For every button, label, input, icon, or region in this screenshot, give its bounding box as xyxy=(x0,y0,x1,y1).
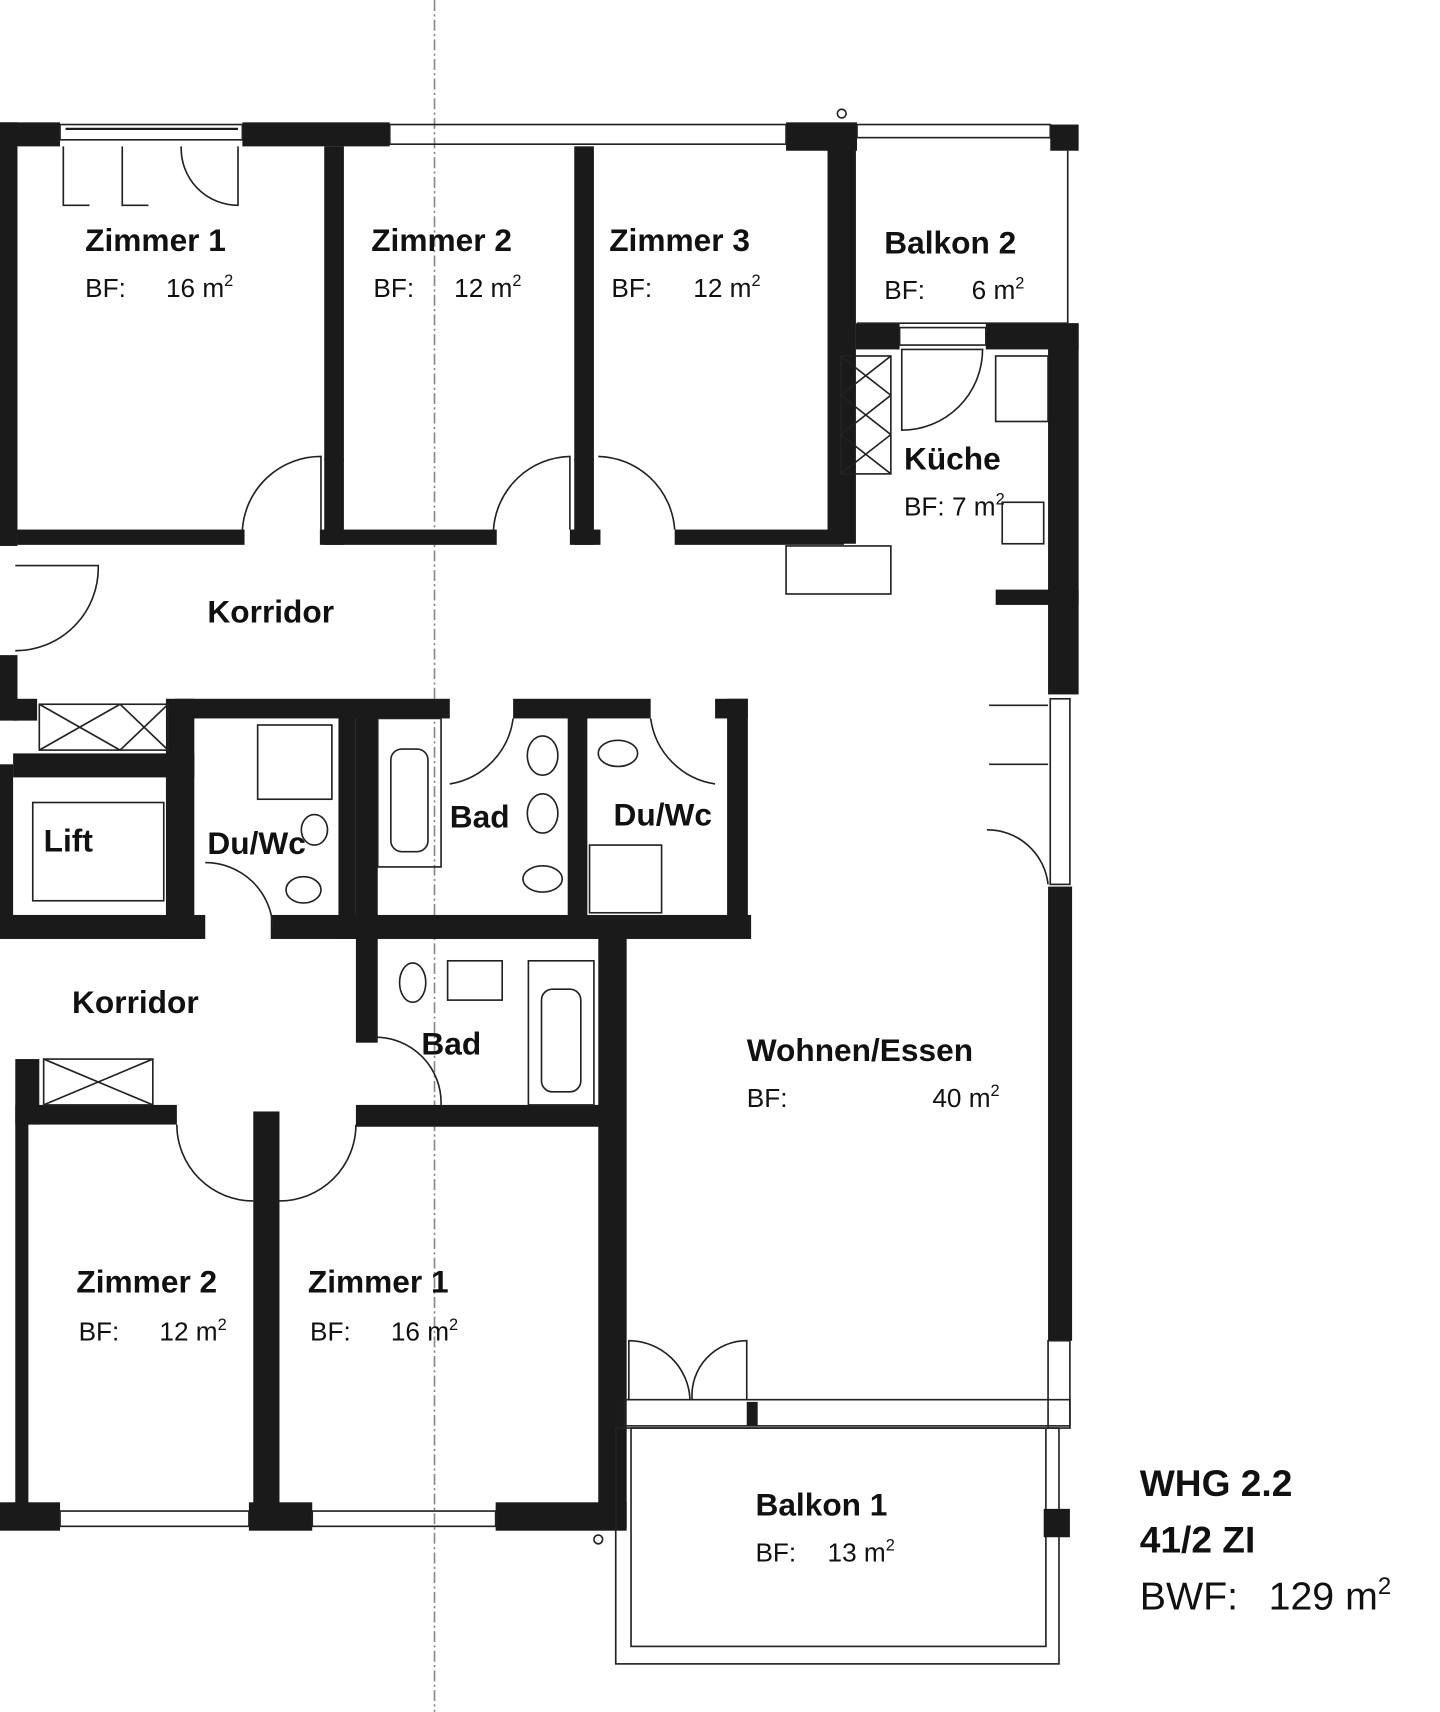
svg-text:12 m2: 12 m2 xyxy=(693,272,760,303)
walls xyxy=(0,108,1079,1665)
unit-legend: WHG 2.2 41/2 ZI BWF: 129 m2 xyxy=(1140,1462,1391,1619)
svg-text:BF:: BF: xyxy=(747,1083,788,1113)
svg-text:BF:: BF: xyxy=(373,273,414,303)
room-balkon1: Balkon 1 BF: 13 m2 xyxy=(755,1486,894,1567)
shaft-fixtures xyxy=(31,355,1049,1106)
room-zimmer2-bottom: Zimmer 2 BF: 12 m2 xyxy=(76,1264,226,1347)
room-korridor-top: Korridor xyxy=(207,593,334,629)
room-bad-top: Bad xyxy=(450,799,510,835)
svg-text:6 m2: 6 m2 xyxy=(972,274,1025,305)
svg-text:BF:: BF: xyxy=(884,275,925,305)
svg-text:Zimmer 2: Zimmer 2 xyxy=(76,1264,217,1300)
unit-id: WHG 2.2 xyxy=(1140,1462,1293,1504)
room-korridor-bottom: Korridor xyxy=(72,984,199,1020)
svg-text:Zimmer 1: Zimmer 1 xyxy=(308,1264,449,1300)
svg-text:16 m2: 16 m2 xyxy=(391,1316,458,1347)
svg-text:Balkon 1: Balkon 1 xyxy=(755,1486,887,1522)
svg-text:12 m2: 12 m2 xyxy=(159,1316,226,1347)
svg-text:BF:: BF: xyxy=(755,1537,796,1567)
room-zimmer3-top: Zimmer 3 BF: 12 m2 xyxy=(609,222,760,303)
room-duwc-left: Du/Wc xyxy=(207,825,305,861)
svg-text:Wohnen/Essen: Wohnen/Essen xyxy=(747,1032,973,1068)
room-count: 41/2 ZI xyxy=(1140,1519,1256,1561)
svg-text:BF:: BF: xyxy=(85,273,126,303)
svg-text:BF:: BF: xyxy=(611,273,652,303)
svg-text:Balkon 2: Balkon 2 xyxy=(884,224,1016,260)
svg-text:40 m2: 40 m2 xyxy=(932,1082,999,1113)
room-zimmer1-top: Zimmer 1 BF: 16 m2 xyxy=(85,222,233,303)
svg-text:13 m2: 13 m2 xyxy=(828,1536,895,1567)
room-kueche: Küche BF: 7 m2 xyxy=(904,441,1005,522)
svg-text:12 m2: 12 m2 xyxy=(454,272,521,303)
svg-text:BF: 7 m2: BF: 7 m2 xyxy=(904,490,1005,521)
room-balkon2: Balkon 2 BF: 6 m2 xyxy=(884,224,1024,305)
room-zimmer1-bottom: Zimmer 1 BF: 16 m2 xyxy=(308,1264,458,1347)
svg-text:Küche: Küche xyxy=(904,441,1001,477)
room-wohnen-essen: Wohnen/Essen BF: 40 m2 xyxy=(747,1032,1000,1113)
svg-text:Zimmer 2: Zimmer 2 xyxy=(371,222,512,258)
svg-text:16 m2: 16 m2 xyxy=(166,272,233,303)
svg-text:Zimmer 1: Zimmer 1 xyxy=(85,222,226,258)
room-zimmer2-top: Zimmer 2 BF: 12 m2 xyxy=(371,222,521,303)
room-duwc-right: Du/Wc xyxy=(614,796,712,832)
svg-text:BF:: BF: xyxy=(79,1317,120,1347)
bwf-label: BWF: xyxy=(1140,1574,1238,1618)
room-lift: Lift xyxy=(44,823,94,859)
door-swings xyxy=(15,146,1049,1400)
svg-text:Zimmer 3: Zimmer 3 xyxy=(609,222,750,258)
svg-text:BF:: BF: xyxy=(310,1317,351,1347)
bwf-value: 129 m2 xyxy=(1269,1573,1392,1618)
room-bad-bottom: Bad xyxy=(421,1026,481,1062)
